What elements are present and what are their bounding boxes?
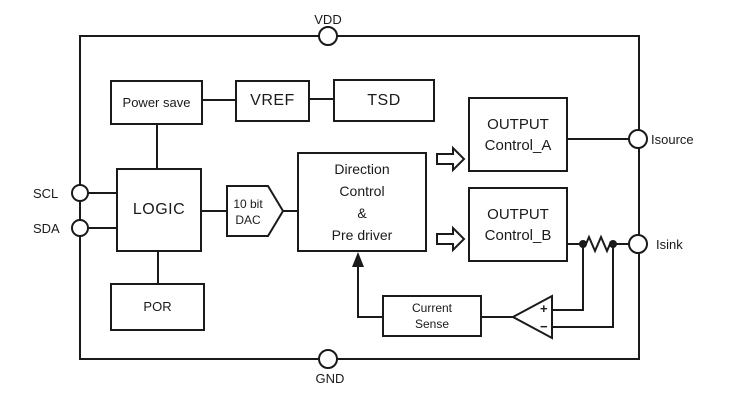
junction-dot — [609, 240, 617, 248]
isource-pin-circle — [628, 129, 648, 149]
dac-pentagon — [226, 185, 285, 237]
vdd-pin-circle — [318, 26, 338, 46]
logic-block: LOGIC — [116, 168, 202, 252]
output-b-line: OUTPUT — [487, 205, 549, 223]
junction-dot — [579, 240, 587, 248]
isink-pin-circle — [628, 234, 648, 254]
por-label: POR — [143, 299, 172, 315]
vdd-pin-label: VDD — [314, 12, 342, 27]
output-b-line: Control_B — [484, 226, 552, 244]
wire-resistor-opamp-plus — [552, 244, 584, 311]
direction-control-line: & — [357, 205, 367, 221]
sda-pin-circle — [71, 219, 89, 237]
dac-block-text: 10 bit DAC — [227, 190, 269, 234]
output-control-a-block: OUTPUT Control_A — [468, 97, 568, 172]
scl-pin-circle — [71, 184, 89, 202]
feedback-arrowhead-icon — [352, 252, 364, 267]
scl-pin-label: SCL — [33, 186, 59, 201]
logic-label: LOGIC — [132, 201, 186, 219]
output-a-line: Control_A — [484, 136, 552, 154]
output-control-b-block: OUTPUT Control_B — [468, 187, 568, 262]
block-arrow-b-icon — [436, 225, 466, 253]
opamp-triangle — [510, 294, 553, 340]
gnd-pin-circle — [318, 349, 338, 369]
opamp-plus-sign: + — [540, 301, 548, 316]
direction-control-line: Control — [339, 183, 385, 199]
block-arrow-a-icon — [436, 145, 466, 173]
current-sense-line: Current — [411, 301, 452, 315]
tsd-block: TSD — [333, 79, 435, 122]
wire-currentsense-direction — [357, 262, 382, 318]
direction-control-line: Direction — [334, 161, 390, 177]
sda-pin-label: SDA — [33, 221, 60, 236]
tsd-label: TSD — [367, 91, 401, 109]
power-save-block: Power save — [110, 80, 203, 125]
wire-resistor-opamp-minus — [552, 244, 614, 328]
vref-block: VREF — [235, 80, 310, 122]
por-block: POR — [110, 283, 205, 331]
isink-pin-label: Isink — [656, 237, 683, 252]
dac-line: DAC — [235, 213, 261, 227]
isource-pin-label: Isource — [651, 132, 694, 147]
dac-line: 10 bit — [233, 197, 263, 211]
direction-control-line: Pre driver — [331, 227, 393, 243]
current-sense-line: Sense — [414, 317, 450, 331]
direction-control-block: Direction Control & Pre driver — [297, 152, 427, 252]
power-save-label: Power save — [122, 94, 191, 110]
opamp-minus-sign: − — [540, 319, 548, 334]
output-a-line: OUTPUT — [487, 115, 549, 133]
gnd-pin-label: GND — [315, 371, 345, 386]
current-sense-block: Current Sense — [382, 295, 482, 337]
vref-label: VREF — [250, 92, 295, 110]
sense-resistor — [583, 234, 613, 254]
